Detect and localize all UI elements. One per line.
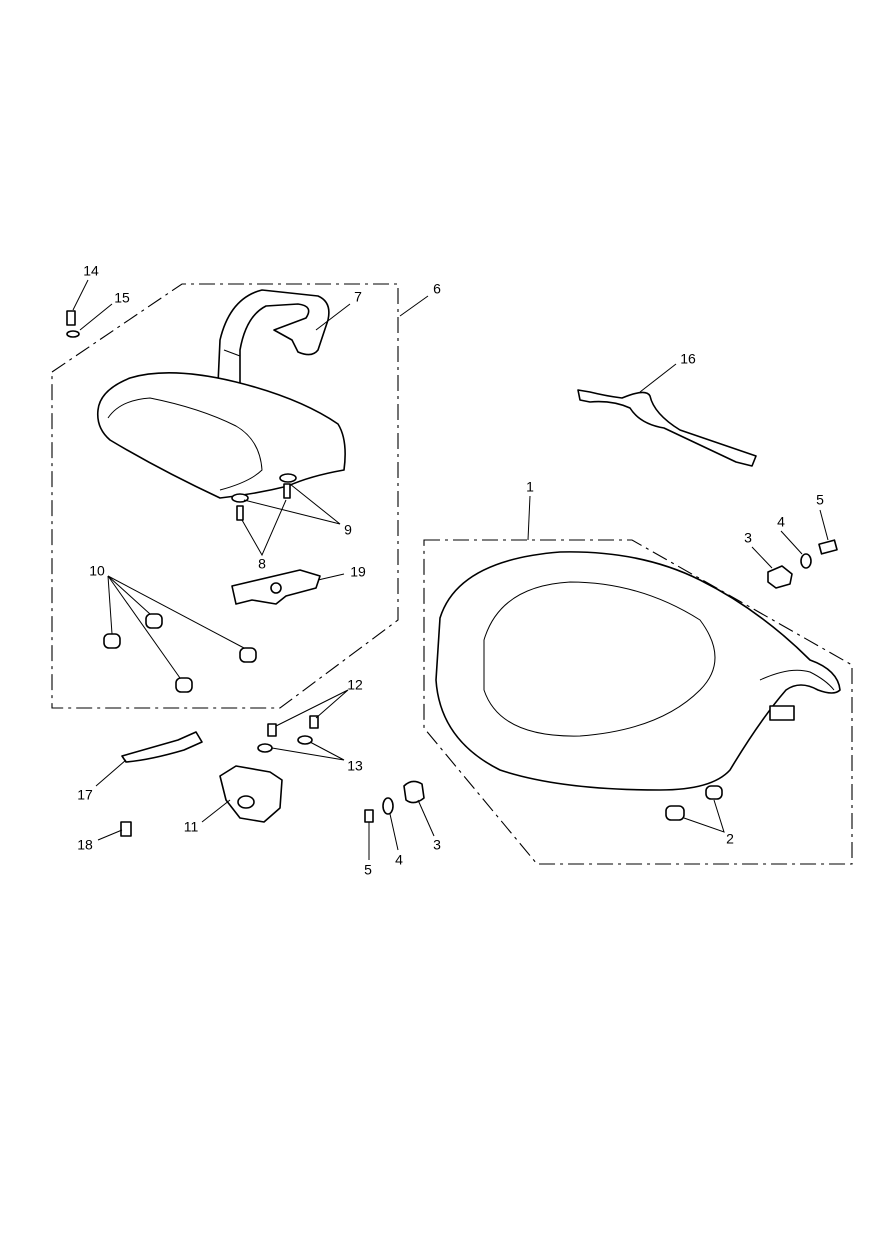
callout-17: 17 bbox=[77, 787, 93, 803]
screw[interactable] bbox=[66, 310, 76, 326]
callout-14: 14 bbox=[83, 263, 99, 279]
rider-seat-group-boundary bbox=[423, 539, 853, 865]
bolt[interactable] bbox=[364, 809, 374, 823]
rubber-buffers[interactable] bbox=[103, 613, 257, 693]
rubber-buffer[interactable] bbox=[665, 805, 685, 821]
callout-10: 10 bbox=[89, 563, 105, 579]
bolt[interactable] bbox=[283, 483, 291, 499]
leader-lines bbox=[72, 279, 829, 860]
callout-8: 8 bbox=[258, 556, 266, 572]
washer[interactable] bbox=[279, 473, 297, 483]
callout-2: 2 bbox=[726, 831, 734, 847]
callout-4: 4 bbox=[777, 514, 785, 530]
callout-1: 1 bbox=[526, 479, 534, 495]
callout-7: 7 bbox=[354, 289, 362, 305]
bolt[interactable] bbox=[236, 505, 244, 521]
callout-15: 15 bbox=[114, 290, 130, 306]
washer[interactable] bbox=[297, 735, 313, 745]
callout-4-lower: 4 bbox=[395, 852, 403, 868]
screw[interactable] bbox=[120, 821, 132, 837]
bolt[interactable] bbox=[818, 539, 838, 555]
callout-5-lower: 5 bbox=[364, 862, 372, 878]
callout-3: 3 bbox=[744, 530, 752, 546]
callout-3-lower: 3 bbox=[433, 837, 441, 853]
washer[interactable] bbox=[66, 330, 80, 338]
spanner-tool[interactable] bbox=[577, 389, 757, 467]
bolt[interactable] bbox=[267, 723, 277, 737]
rubber-buffer[interactable] bbox=[705, 785, 723, 800]
washer[interactable] bbox=[382, 797, 394, 815]
passenger-seat-group-boundary bbox=[51, 283, 399, 709]
strap[interactable] bbox=[121, 731, 203, 763]
washer[interactable] bbox=[800, 553, 812, 569]
callout-5: 5 bbox=[816, 492, 824, 508]
callout-13: 13 bbox=[347, 758, 363, 774]
backrest[interactable] bbox=[217, 289, 330, 391]
passenger-seat[interactable] bbox=[96, 372, 346, 499]
callout-18: 18 bbox=[77, 837, 93, 853]
callout-16: 16 bbox=[680, 351, 696, 367]
callout-12: 12 bbox=[347, 677, 363, 693]
callout-19: 19 bbox=[350, 564, 366, 580]
nut[interactable] bbox=[767, 565, 793, 589]
washer[interactable] bbox=[257, 743, 273, 753]
rider-seat[interactable] bbox=[435, 551, 841, 791]
mounting-bracket[interactable] bbox=[219, 765, 283, 823]
nut[interactable] bbox=[403, 780, 425, 804]
callout-6: 6 bbox=[433, 281, 441, 297]
callout-9: 9 bbox=[344, 522, 352, 538]
callout-11: 11 bbox=[184, 819, 199, 835]
bolt[interactable] bbox=[309, 715, 319, 729]
